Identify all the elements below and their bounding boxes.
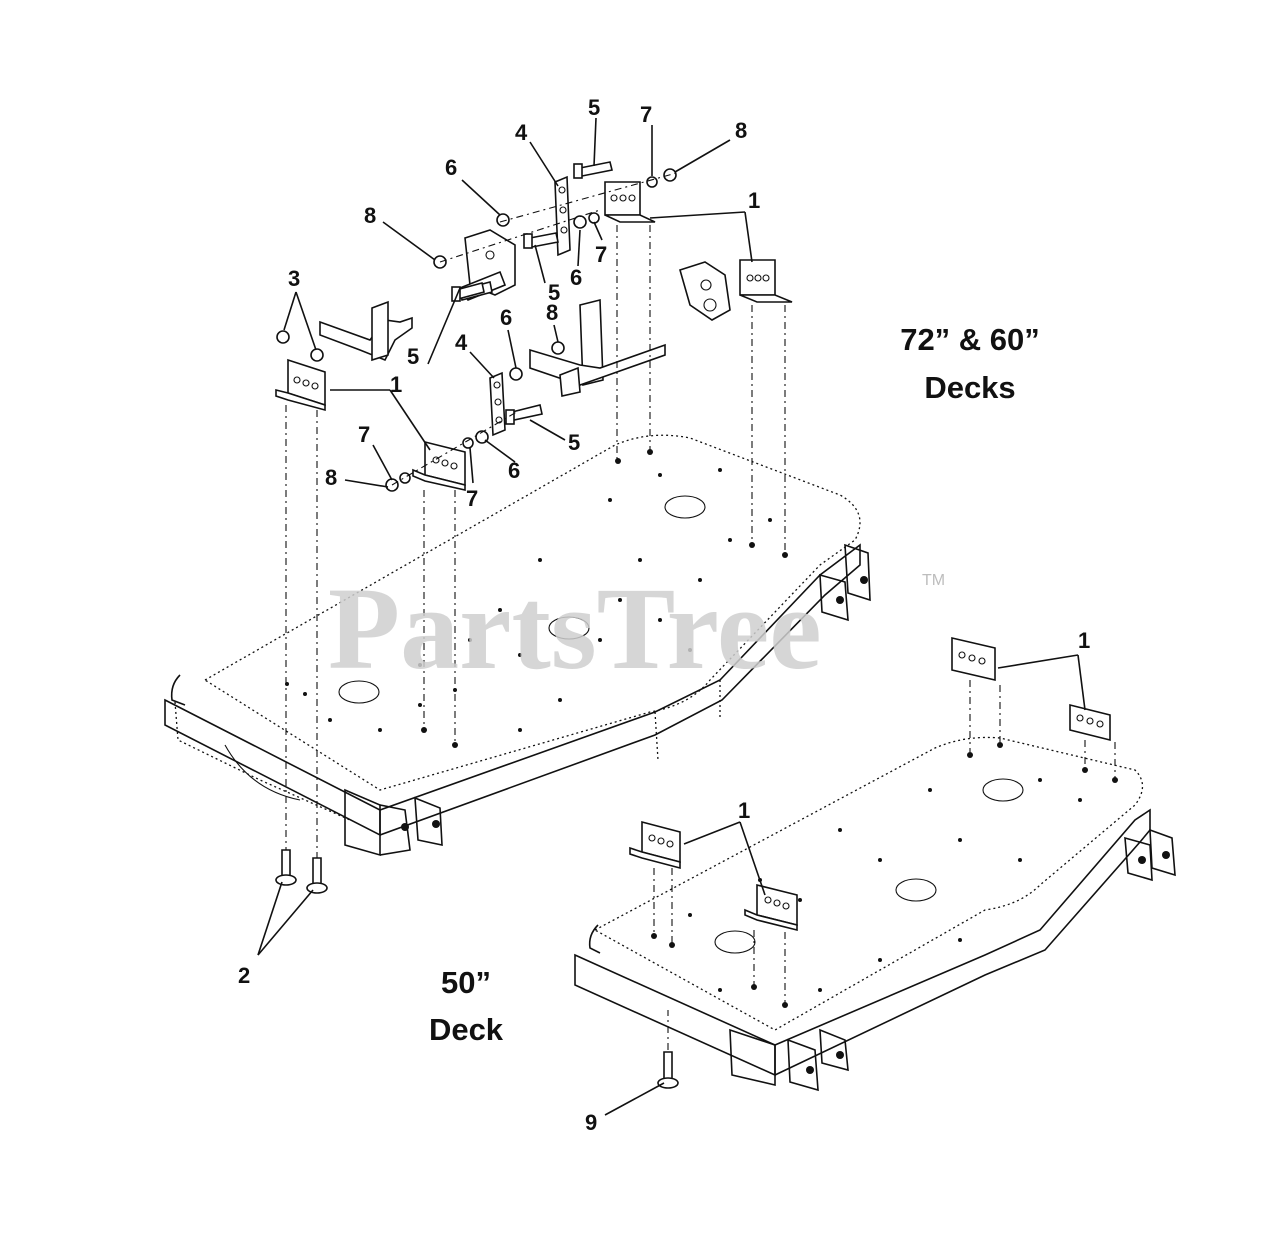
callout-1: 1 [738, 798, 750, 823]
callout-1: 1 [390, 372, 402, 397]
deck-72-60 [164, 434, 871, 857]
callout-numbers: 1 1 1 1 2 3 4 4 5 5 5 5 6 6 6 6 7 7 7 7 … [238, 95, 1090, 1135]
bracket-1-upper [604, 181, 656, 223]
bracket-1-left [275, 358, 326, 412]
deck-label-50-sub: Deck [429, 1012, 504, 1047]
deck-label-50: 50” [441, 965, 491, 1000]
hardware-exploded [275, 161, 1116, 1089]
callout-6: 6 [570, 265, 582, 290]
callout-5: 5 [568, 430, 580, 455]
leader-lines [257, 117, 1086, 1116]
callout-7: 7 [595, 242, 607, 267]
bracket-1-right [739, 259, 793, 303]
deck-50 [574, 736, 1176, 1092]
callout-6: 6 [500, 305, 512, 330]
callout-1: 1 [1078, 628, 1090, 653]
callout-8: 8 [735, 118, 747, 143]
callout-8: 8 [364, 203, 376, 228]
deck-label-72-60: 72” & 60” [900, 322, 1040, 357]
watermark-text: PartsTree [328, 563, 822, 694]
callout-8: 8 [546, 300, 558, 325]
bracket-50-front-right [744, 883, 798, 932]
callout-7: 7 [640, 102, 652, 127]
deck-label-72-60-sub: Decks [924, 370, 1015, 405]
bracket-1-mid [412, 440, 466, 491]
callout-8: 8 [325, 465, 337, 490]
callout-6: 6 [445, 155, 457, 180]
callout-5: 5 [548, 280, 560, 305]
callout-6: 6 [508, 458, 520, 483]
callout-2: 2 [238, 963, 250, 988]
callout-5: 5 [588, 95, 600, 120]
bracket-50-front-left [629, 820, 681, 870]
callout-7: 7 [358, 422, 370, 447]
watermark-trademark: TM [922, 572, 945, 589]
callout-7: 7 [466, 486, 478, 511]
bracket-50-rear-right [1069, 703, 1111, 742]
callout-5: 5 [407, 344, 419, 369]
callout-4: 4 [515, 120, 528, 145]
callout-9: 9 [585, 1110, 597, 1135]
callout-4: 4 [455, 330, 468, 355]
bracket-50-rear-left [951, 636, 996, 682]
callout-3: 3 [288, 266, 300, 291]
callout-1: 1 [748, 188, 760, 213]
